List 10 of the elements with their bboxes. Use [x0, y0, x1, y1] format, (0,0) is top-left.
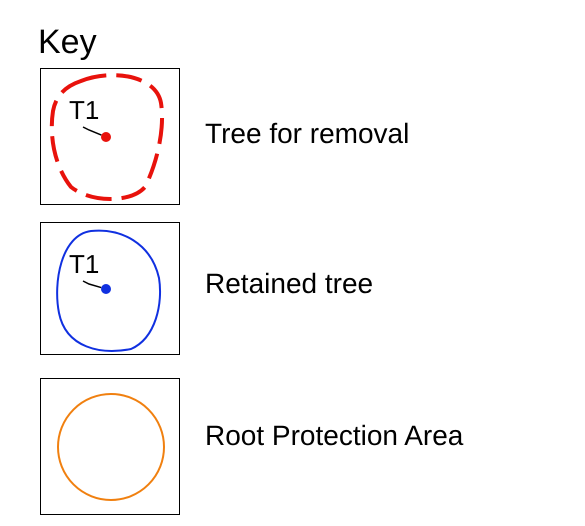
tree-number: T1 [69, 95, 100, 125]
legend-text: Retained tree [205, 268, 374, 300]
tree-position-dot [101, 132, 111, 142]
leader-line [82, 280, 102, 288]
tree-position-dot [101, 284, 111, 294]
legend-text: Tree for removal [205, 118, 410, 150]
tree-number: T1 [69, 249, 100, 279]
leader-line [82, 126, 102, 136]
key-title: Key [38, 22, 97, 62]
legend-text: Root Protection Area [205, 420, 464, 452]
